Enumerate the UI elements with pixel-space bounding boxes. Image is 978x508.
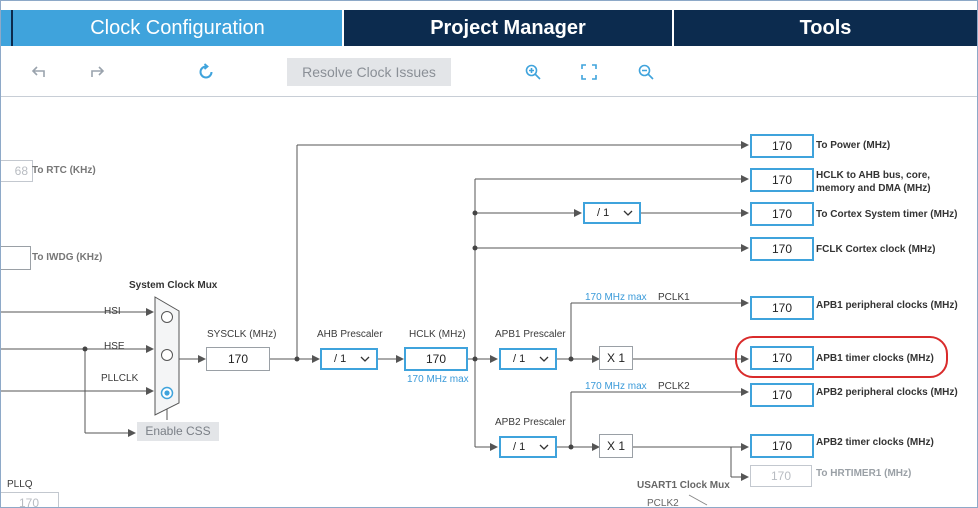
hclk-ahb-label: HCLK to AHB bus, core, memory and DMA (M… [816, 170, 931, 193]
ahb-prescaler-label: AHB Prescaler [317, 329, 383, 340]
pllq-label: PLLQ [7, 479, 33, 490]
mux-radio-hse[interactable] [161, 349, 173, 361]
sysclk-label: SYSCLK (MHz) [207, 329, 277, 340]
apb2-prescaler-select[interactable]: / 1 [499, 436, 557, 458]
usart1-input-label: PCLK2 [647, 498, 679, 508]
hclk-max-hint: 170 MHz max [407, 374, 469, 385]
mux-input-hsi-label: HSI [104, 306, 121, 317]
redo-icon[interactable] [86, 62, 106, 82]
tab-clock-configuration[interactable]: Clock Configuration [13, 10, 342, 46]
cortex-timer-label: To Cortex System timer (MHz) [816, 209, 958, 220]
apb1-prescaler-label: APB1 Prescaler [495, 329, 566, 340]
resolve-clock-issues-button[interactable]: Resolve Clock Issues [287, 58, 451, 86]
ahb-prescaler-select[interactable]: / 1 [320, 348, 378, 370]
tab-bar-left-stub [1, 10, 11, 46]
system-clock-mux-title: System Clock Mux [129, 280, 218, 291]
iwdg-label: To IWDG (KHz) [32, 252, 103, 263]
rtc-label: To RTC (KHz) [32, 165, 96, 176]
tab-project-manager[interactable]: Project Manager [430, 17, 586, 39]
clock-tree-canvas: 68 To RTC (KHz) To IWDG (KHz) PLLQ 170 S… [1, 97, 977, 507]
cortex-timer-value-box[interactable]: 170 [750, 202, 814, 226]
clock-toolbar: Resolve Clock Issues [1, 48, 977, 97]
usart1-clock-mux-title: USART1 Clock Mux [637, 480, 730, 491]
apb1-peripheral-value-box[interactable]: 170 [750, 296, 814, 320]
apb1-peripheral-label: APB1 peripheral clocks (MHz) [816, 300, 958, 311]
apb2-timer-multiplier: X 1 [599, 434, 633, 458]
enable-css-button[interactable]: Enable CSS [137, 422, 219, 441]
ahb-prescaler-value: / 1 [334, 353, 347, 365]
to-power-label: To Power (MHz) [816, 140, 891, 151]
cortex-timer-divider-select[interactable]: / 1 [583, 202, 641, 224]
apb1-prescaler-select[interactable]: / 1 [499, 348, 557, 370]
tab-divider [672, 10, 674, 46]
apb1-timer-multiplier: X 1 [599, 346, 633, 370]
apb2-timer-value-box[interactable]: 170 [750, 434, 814, 458]
pllq-value-box[interactable]: 170 [1, 492, 59, 507]
main-tab-bar: Clock Configuration Project Manager Tool… [1, 10, 977, 46]
cortex-timer-divider-value: / 1 [597, 207, 610, 219]
zoom-out-icon[interactable] [636, 62, 656, 82]
apb1-timer-label: APB1 timer clocks (MHz) [816, 353, 934, 364]
fclk-label: FCLK Cortex clock (MHz) [816, 244, 936, 255]
hclk-ahb-value-box[interactable]: 170 [750, 168, 814, 192]
pclk2-label: PCLK2 [658, 381, 690, 392]
chevron-down-icon [623, 204, 633, 228]
apb2-prescaler-label: APB2 Prescaler [495, 417, 566, 428]
rtc-value-box[interactable]: 68 [1, 160, 33, 182]
hclk-label: HCLK (MHz) [409, 329, 466, 340]
apb1-timer-value-box[interactable]: 170 [750, 346, 814, 370]
chevron-down-icon [360, 350, 370, 374]
apb2-max-hint: 170 MHz max [585, 381, 647, 392]
apb1-max-hint: 170 MHz max [585, 292, 647, 303]
apb1-prescaler-value: / 1 [513, 353, 526, 365]
apb2-prescaler-value: / 1 [513, 441, 526, 453]
fit-screen-icon[interactable] [579, 62, 599, 82]
apb2-peripheral-label: APB2 peripheral clocks (MHz) [816, 387, 958, 398]
zoom-in-icon[interactable] [523, 62, 543, 82]
tab-tools[interactable]: Tools [799, 17, 852, 39]
hrtimer-value-box[interactable]: 170 [750, 465, 812, 487]
sysclk-value-box[interactable]: 170 [206, 347, 270, 371]
apb2-peripheral-value-box[interactable]: 170 [750, 383, 814, 407]
fclk-value-box[interactable]: 170 [750, 237, 814, 261]
tab-divider [342, 10, 344, 46]
undo-icon[interactable] [30, 62, 50, 82]
mux-input-hse-label: HSE [104, 341, 125, 352]
mux-radio-hsi[interactable] [161, 311, 173, 323]
apb1-timer-highlight [735, 336, 948, 378]
iwdg-value-box[interactable] [1, 246, 31, 270]
chevron-down-icon [539, 350, 549, 374]
refresh-icon[interactable] [196, 62, 216, 82]
mux-input-pllclk-label: PLLCLK [101, 373, 139, 384]
pclk1-label: PCLK1 [658, 292, 690, 303]
to-power-value-box[interactable]: 170 [750, 134, 814, 158]
clock-wires [1, 141, 749, 506]
chevron-down-icon [539, 438, 549, 462]
apb2-timer-label: APB2 timer clocks (MHz) [816, 437, 934, 448]
hclk-value-box[interactable]: 170 [404, 347, 468, 371]
hrtimer-label: To HRTIMER1 (MHz) [816, 468, 912, 479]
